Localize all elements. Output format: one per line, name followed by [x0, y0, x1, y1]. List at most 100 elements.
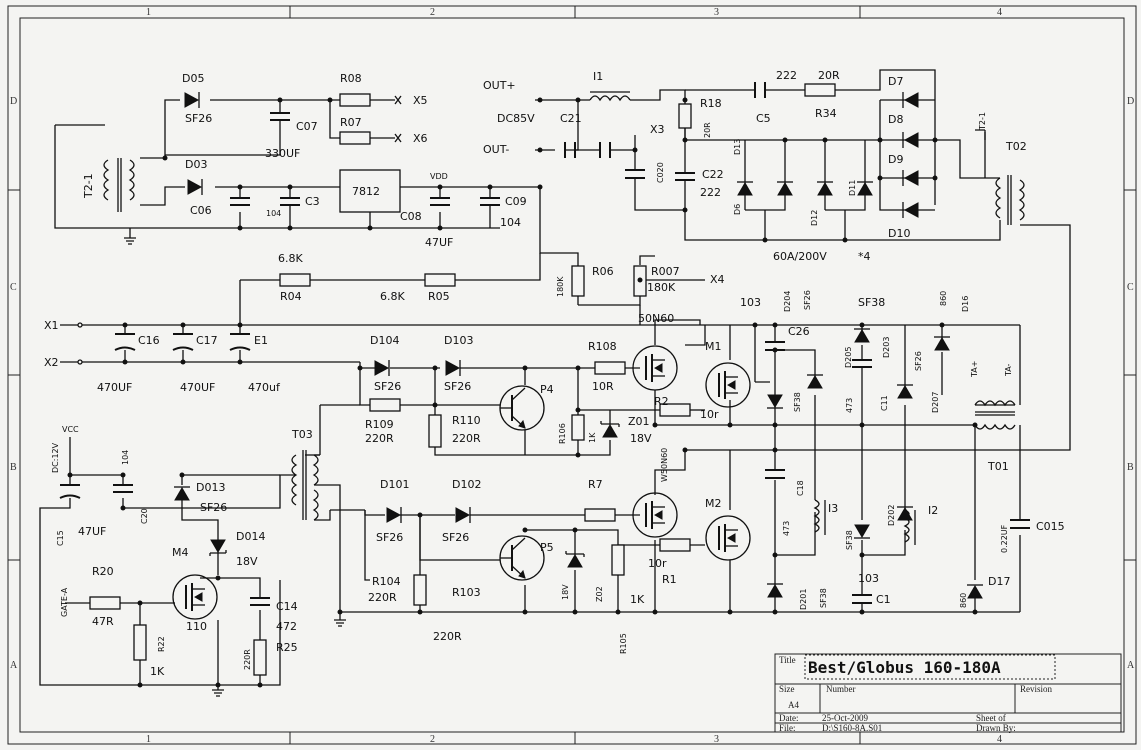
c14-label: C14 — [276, 600, 298, 613]
title-block-sheet-label: Sheet of — [976, 713, 1006, 723]
c5-value: 222 — [776, 69, 797, 82]
c1-label: C1 — [876, 593, 891, 606]
c15-value: 47UF — [78, 525, 106, 538]
c09-value: 104 — [500, 216, 521, 229]
grid-row-c: C — [10, 282, 17, 293]
d013-diode — [174, 486, 190, 501]
r2-label: R2 — [654, 395, 669, 408]
d103-diode — [445, 360, 461, 376]
x6-label: X6 — [413, 132, 428, 145]
e1-label: E1 — [254, 334, 268, 347]
output-rectifier-diodes — [737, 92, 935, 218]
output-junctions — [537, 97, 938, 243]
grid-col-4: 4 — [997, 7, 1002, 18]
z01-zener — [600, 421, 620, 438]
c06-capacitor — [230, 197, 250, 206]
x3-label: X3 — [650, 123, 665, 136]
c17-label: C17 — [196, 334, 218, 347]
r07-resistor — [339, 131, 371, 145]
p5-label: P5 — [540, 541, 554, 554]
title-block-revision-label: Revision — [1020, 684, 1053, 694]
d05-part-label: SF26 — [185, 112, 212, 125]
c015-value: 0.22UF — [1000, 524, 1009, 553]
grid-row-a: A — [10, 660, 18, 671]
c11-label: C11 — [880, 395, 889, 411]
c22-capacitor — [675, 172, 695, 181]
m4-value: 110 — [186, 620, 207, 633]
c11-value: 473 — [845, 398, 854, 413]
r05-resistor — [424, 273, 456, 287]
r110-label: R110 — [452, 414, 481, 427]
p4-transistor — [499, 385, 545, 431]
ta-minus-label: TA- — [1004, 363, 1013, 377]
d013-label: D013 — [196, 481, 225, 494]
dc12v-label: DC:12V — [51, 442, 60, 473]
d014-value: 18V — [236, 555, 258, 568]
r106-label: R106 — [558, 423, 567, 444]
grid-labels: 1 2 3 4 1 2 3 4 D C B A D C B A — [10, 7, 1135, 745]
r06-value: 180K — [556, 276, 565, 297]
r08-label: R08 — [340, 72, 362, 85]
c18-value: 473 — [782, 521, 791, 536]
r20-label: R20 — [92, 565, 114, 578]
grid-row-b-right: B — [1127, 462, 1134, 473]
c07-capacitor — [270, 112, 290, 127]
aux-terminals — [394, 95, 402, 143]
r04-label: R04 — [280, 290, 302, 303]
c020-label: C020 — [656, 162, 665, 183]
c3-value: 104 — [266, 209, 281, 218]
r04-resistor — [279, 273, 311, 287]
r18-value: 20R — [703, 122, 712, 138]
vdd-label: VDD — [430, 172, 448, 181]
i2-label: I2 — [928, 504, 938, 517]
title-block-title-label: Title — [779, 655, 796, 665]
l1-inductor — [589, 91, 631, 102]
d6-label: D6 — [733, 204, 742, 215]
d205-diode — [854, 328, 870, 343]
grid-col-1: 1 — [146, 7, 151, 18]
d104-part: SF26 — [374, 380, 401, 393]
r06-resistor — [571, 265, 585, 297]
main-transformer-t02 — [984, 132, 1025, 225]
gate-driver-junctions — [67, 472, 263, 688]
c18-label: C18 — [796, 480, 805, 496]
aux-transformer-t21 — [103, 155, 168, 212]
r18-label: R18 — [700, 97, 722, 110]
c20-capacitor — [113, 484, 133, 493]
out-plus-label: OUT+ — [483, 79, 516, 92]
x2-terminal — [77, 359, 83, 365]
grid-col-3: 3 — [714, 7, 719, 18]
d8-label: D8 — [888, 113, 903, 126]
x5-label: X5 — [413, 94, 428, 107]
upper-mosfet-part: 50N60 — [638, 312, 674, 325]
m1-gate-resistor — [659, 403, 691, 417]
c3-label: C3 — [305, 195, 320, 208]
aux-junctions — [237, 97, 543, 231]
d7-label: D7 — [888, 75, 903, 88]
z01-value: 18V — [630, 432, 652, 445]
diodes-count: *4 — [858, 250, 871, 263]
gate-transformer-t03 — [291, 450, 331, 521]
d201-part: SF38 — [819, 588, 828, 608]
c17-capacitor — [172, 333, 194, 351]
r20-value: 47R — [92, 615, 114, 628]
d12-label: D12 — [810, 210, 819, 226]
c15-label: C15 — [56, 530, 65, 546]
c015-label: C015 — [1036, 520, 1065, 533]
r106-resistor — [571, 414, 585, 441]
d104-diode — [374, 360, 390, 376]
x2-label: X2 — [44, 356, 59, 369]
r110-resistor — [428, 414, 442, 448]
m1-mosfet — [705, 362, 751, 408]
d202-label: D202 — [887, 505, 896, 526]
t02-label: T02 — [1005, 140, 1027, 153]
r106-value: 1K — [588, 432, 597, 443]
c3-capacitor — [280, 197, 300, 206]
r108-label: R108 — [588, 340, 617, 353]
d014-label: D014 — [236, 530, 265, 543]
m1-gate-value: 10r — [700, 408, 719, 421]
c20-value: 104 — [121, 450, 130, 465]
bus-junctions — [122, 277, 643, 365]
d014-zener — [209, 539, 227, 556]
m2-mosfet — [705, 515, 751, 561]
